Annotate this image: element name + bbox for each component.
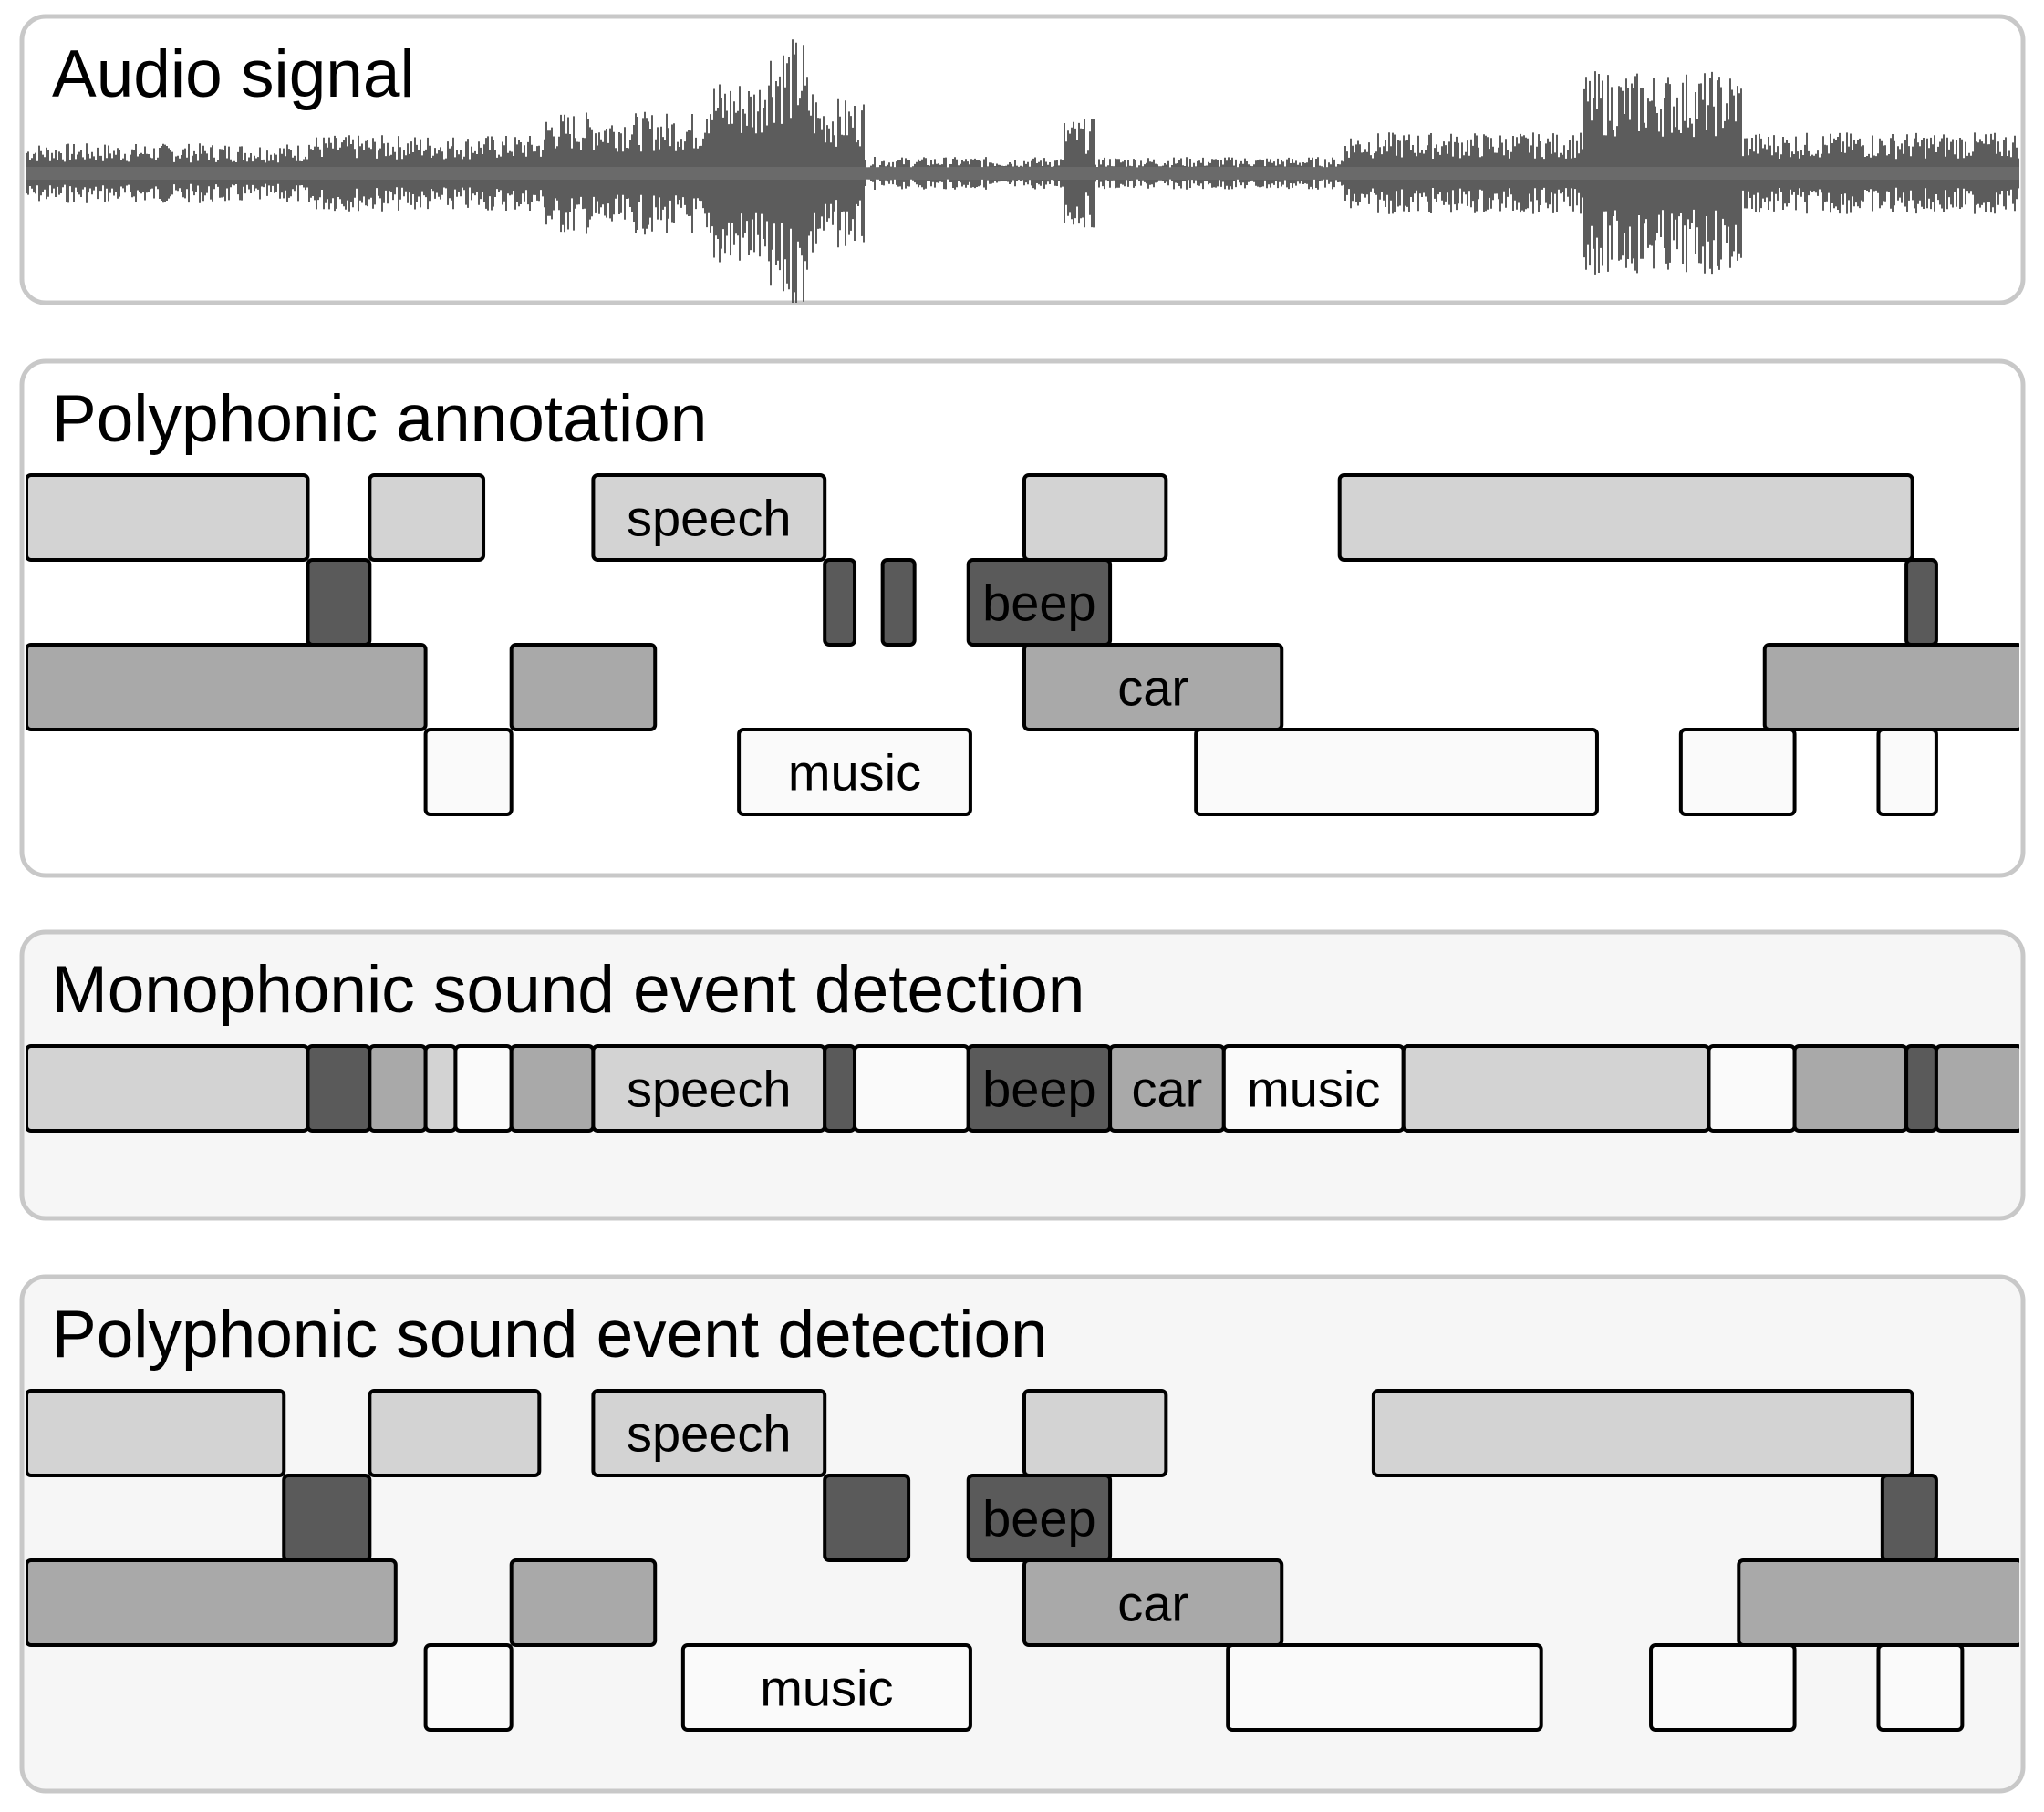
event-music: music [1221, 1044, 1406, 1133]
event-music [453, 1044, 514, 1133]
event-speech [368, 1389, 542, 1477]
event-label: car [1117, 1575, 1188, 1632]
event-label: beep [982, 1490, 1096, 1548]
event-car [26, 1558, 398, 1647]
event-music [1649, 1643, 1797, 1732]
event-car [1737, 1558, 2019, 1647]
event-label: music [788, 744, 921, 802]
event-beep [1904, 1044, 1938, 1133]
event-beep: beep [966, 558, 1113, 647]
event-car [26, 643, 428, 731]
event-beep [880, 558, 917, 647]
event-beep [282, 1474, 372, 1562]
panel-title: Polyphonic annotation [52, 382, 707, 456]
event-label: car [1117, 659, 1188, 717]
event-speech [1022, 473, 1168, 562]
event-beep [1904, 558, 1938, 647]
waveform [26, 39, 2019, 303]
event-music [1876, 728, 1938, 816]
event-speech [1401, 1044, 1711, 1133]
panel-title: Audio signal [52, 37, 415, 111]
event-beep [306, 558, 372, 647]
event-beep [823, 558, 857, 647]
event-music [1194, 728, 1599, 816]
event-label: speech [627, 1061, 792, 1118]
event-speech [1022, 1389, 1168, 1477]
event-car [1934, 1044, 2019, 1133]
event-car: car [1022, 1558, 1284, 1647]
event-label: speech [627, 1405, 792, 1463]
event-beep [1880, 1474, 1938, 1562]
event-speech [26, 1389, 286, 1477]
event-speech: speech [591, 1044, 827, 1133]
event-beep [306, 1044, 372, 1133]
event-speech [26, 1044, 310, 1133]
event-car: car [1108, 1044, 1226, 1133]
panel-title: Monophonic sound event detection [52, 953, 1084, 1027]
event-speech [26, 473, 310, 562]
event-speech [423, 1044, 458, 1133]
event-beep [823, 1474, 911, 1562]
event-label: car [1132, 1061, 1203, 1118]
event-car [1762, 643, 2019, 731]
event-car: car [1022, 643, 1284, 731]
event-car [1792, 1044, 1909, 1133]
event-label: speech [627, 490, 792, 547]
event-beep [823, 1044, 857, 1133]
event-label: beep [982, 1061, 1096, 1118]
event-beep: beep [966, 1474, 1113, 1562]
event-music [1226, 1643, 1543, 1732]
event-beep: beep [966, 1044, 1113, 1133]
panel-audio-signal: Audio signal [19, 14, 2026, 305]
event-music [1707, 1044, 1797, 1133]
panel-title: Polyphonic sound event detection [52, 1298, 1048, 1372]
event-label: music [760, 1660, 893, 1717]
event-music [1678, 728, 1797, 816]
event-music [423, 728, 514, 816]
event-music: music [680, 1643, 972, 1732]
panel-frame [19, 14, 2026, 305]
event-speech [1337, 473, 1914, 562]
event-car [509, 1044, 596, 1133]
event-car [509, 643, 658, 731]
event-label: beep [982, 575, 1096, 632]
event-music: music [737, 728, 972, 816]
event-speech [1371, 1389, 1914, 1477]
event-car [509, 1558, 658, 1647]
event-speech: speech [591, 1389, 827, 1477]
event-music [423, 1643, 514, 1732]
event-speech [368, 473, 486, 562]
event-music [1876, 1643, 1965, 1732]
event-speech: speech [591, 473, 827, 562]
event-music [853, 1044, 970, 1133]
event-car [368, 1044, 428, 1133]
event-label: music [1247, 1061, 1380, 1118]
